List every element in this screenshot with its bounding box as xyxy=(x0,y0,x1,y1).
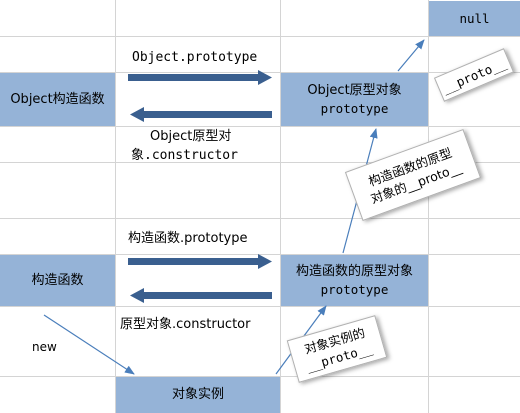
object-prototype-subtitle: prototype xyxy=(320,100,389,116)
new-arrow xyxy=(43,314,135,375)
instance-label: 对象实例 xyxy=(171,387,224,402)
new-label: new xyxy=(32,340,57,354)
object-prototype-label: Object.prototype xyxy=(132,50,258,65)
constructor-prototype-label: 构造函数.prototype xyxy=(128,231,248,246)
object-prototype-title: Object原型对象 xyxy=(307,82,402,98)
null-box: null xyxy=(429,1,520,36)
instance-box: 对象实例 xyxy=(116,377,280,413)
object-prototype-box: Object原型对象 prototype xyxy=(281,73,428,126)
object-constructor-arrow xyxy=(130,107,272,122)
constructor-prototype-subtitle: prototype xyxy=(320,281,389,297)
object-constructor-box: Object构造函数 xyxy=(0,73,115,126)
object-prototype-arrow xyxy=(128,70,272,85)
constructor-prototype-arrow xyxy=(128,254,272,269)
constructor-label: 构造函数 xyxy=(31,272,84,288)
prototype-constructor-label: 原型对象.constructor xyxy=(120,317,251,332)
constructor-box: 构造函数 xyxy=(0,255,115,306)
constructor-prototype-box: 构造函数的原型对象 prototype xyxy=(281,255,428,306)
object-constructor-label-1: Object原型对 xyxy=(150,129,232,144)
object-constructor-label: Object构造函数 xyxy=(10,91,105,107)
constructor-prototype-title: 构造函数的原型对象 xyxy=(295,263,413,279)
prototype-constructor-arrow xyxy=(130,288,272,303)
object-constructor-label-2: 象.constructor xyxy=(131,148,238,163)
object-proto-to-null-arrow xyxy=(397,39,425,72)
null-label: null xyxy=(459,10,490,26)
